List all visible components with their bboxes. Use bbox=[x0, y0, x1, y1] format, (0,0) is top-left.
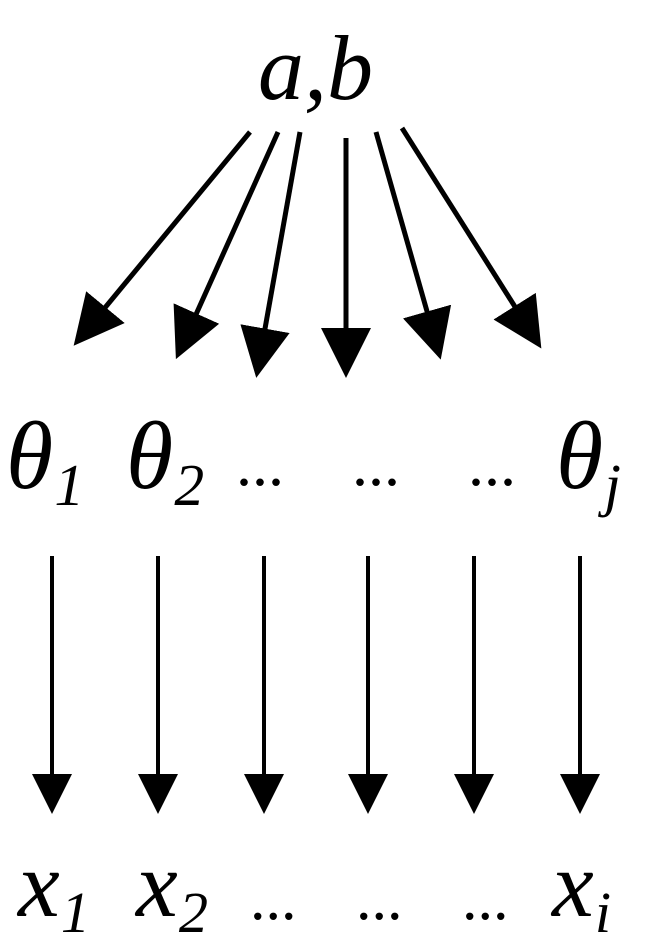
x-2-node: x2 bbox=[136, 838, 208, 942]
theta-2-symbol: θ bbox=[126, 402, 174, 509]
x-1-node: x1 bbox=[18, 838, 90, 942]
x-ellipsis-3: ... bbox=[462, 865, 509, 933]
arrow-root-to-theta-1 bbox=[73, 130, 252, 346]
theta-1-subscript: 1 bbox=[54, 451, 85, 518]
theta-ellipsis-3: ... bbox=[468, 428, 516, 499]
arrow-root-to-theta-2 bbox=[173, 130, 281, 360]
theta-ellipsis-1: ... bbox=[236, 428, 284, 499]
theta-j-node: θj bbox=[556, 408, 621, 515]
x-2-symbol: x bbox=[136, 833, 178, 937]
x-1-symbol: x bbox=[18, 833, 60, 937]
x-1-subscript: 1 bbox=[60, 880, 91, 946]
x-i-symbol: x bbox=[552, 833, 594, 937]
theta-1-node: θ1 bbox=[6, 408, 84, 515]
x-ellipsis-1: ... bbox=[250, 865, 297, 933]
theta-j-symbol: θ bbox=[556, 402, 604, 509]
x-i-node: xi bbox=[552, 838, 611, 942]
theta-2-node: θ2 bbox=[126, 408, 204, 515]
x-i-subscript: i bbox=[594, 880, 612, 946]
x-2-subscript: 2 bbox=[178, 880, 209, 946]
theta-2-subscript: 2 bbox=[174, 451, 205, 518]
theta-j-subscript: j bbox=[604, 451, 621, 518]
arrow-root-to-theta-j bbox=[399, 126, 542, 349]
arrow-root-to-theta-dots-1 bbox=[240, 131, 303, 378]
x-ellipsis-2: ... bbox=[356, 865, 403, 933]
arrow-root-to-theta-dots-3 bbox=[373, 131, 452, 360]
root-node-a-b: a,b bbox=[258, 17, 373, 119]
theta-ellipsis-2: ... bbox=[352, 428, 400, 499]
theta-1-symbol: θ bbox=[6, 402, 54, 509]
